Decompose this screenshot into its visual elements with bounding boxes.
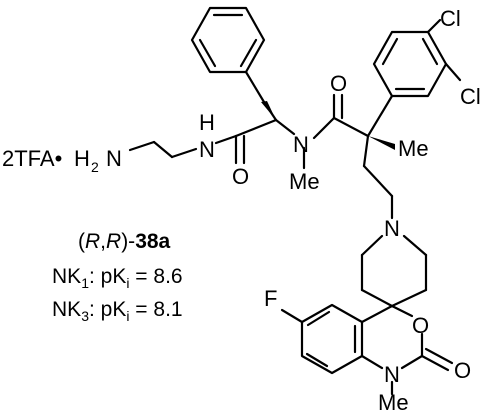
carbonyl-quat-bond bbox=[332, 116, 370, 138]
pip-bond-4 bbox=[390, 288, 428, 308]
fb-double-2 bbox=[305, 352, 329, 368]
stereo-wedge-quaternary bbox=[368, 136, 395, 150]
salt-label: 2TFA• bbox=[2, 146, 62, 171]
dichlorophenyl-ring bbox=[372, 30, 448, 98]
amide2-n-c-bond bbox=[312, 116, 336, 140]
ring-co-2 bbox=[424, 347, 454, 365]
bond-lines bbox=[128, 6, 462, 396]
amine-chain-3 bbox=[170, 147, 198, 159]
quat-aryl-bond bbox=[366, 94, 394, 138]
quat-ch2-bond bbox=[362, 134, 370, 168]
amide-nh-n-label: N bbox=[199, 137, 215, 162]
amide1-c-alpha-bond bbox=[234, 118, 278, 138]
ring-o-label: O bbox=[412, 313, 429, 338]
carbonyl-o2-label: O bbox=[330, 71, 347, 96]
amine-chain-1 bbox=[128, 140, 156, 152]
compound-title: (R,R)-38a bbox=[78, 230, 171, 253]
amine-h-label: H bbox=[74, 146, 90, 171]
fused-benzene-ring bbox=[300, 303, 364, 375]
stereo-wedge-alpha bbox=[261, 101, 276, 120]
dcp-double-1 bbox=[381, 37, 399, 66]
f-bond bbox=[280, 308, 304, 324]
pip-bond-6 bbox=[402, 234, 428, 257]
quaternary-me-label: Me bbox=[398, 136, 429, 161]
ring-n-label: N bbox=[384, 362, 400, 387]
amide-nh-h-label: H bbox=[199, 110, 215, 135]
amine-chain-2 bbox=[152, 140, 174, 159]
pip-bond-1 bbox=[360, 234, 384, 257]
n-methyl-n-label: N bbox=[293, 132, 309, 157]
amide1-n-c-bond bbox=[214, 134, 238, 145]
phenyl-ch2-bond bbox=[244, 70, 266, 104]
cl1-bond bbox=[426, 18, 442, 34]
ring-carbonyl-o-label: O bbox=[454, 358, 471, 383]
phenyl-double-3 bbox=[198, 38, 217, 68]
phenyl-double-2 bbox=[239, 38, 258, 68]
c-n-bond bbox=[400, 354, 424, 370]
fluoro-label: F bbox=[264, 286, 277, 311]
compound-info: (R,R)-38a NK1: pKi = 8.6 NK3: pKi = 8.1 bbox=[52, 230, 183, 324]
atom-labels: 2TFA• H 2 N H N O N Me O Me Cl Cl N F O … bbox=[2, 6, 481, 414]
fb-double-3 bbox=[306, 310, 331, 327]
chloro-1-label: Cl bbox=[440, 6, 461, 31]
ch2-ch2-bond bbox=[362, 164, 394, 198]
spiro-aryl-bond bbox=[360, 304, 394, 324]
carbonyl-o1-label: O bbox=[232, 164, 249, 189]
nk3-affinity: NK3: pKi = 8.1 bbox=[52, 298, 183, 324]
ring-n-me-label: Me bbox=[378, 390, 409, 414]
phenyl-ring bbox=[190, 6, 266, 74]
ring-co-1 bbox=[420, 354, 450, 372]
cl2-bond bbox=[444, 62, 462, 82]
nk1-affinity: NK1: pKi = 8.6 bbox=[52, 265, 183, 291]
amine-n-label: N bbox=[106, 146, 122, 171]
spiro-o-bond bbox=[390, 304, 414, 318]
n-aryl-bond bbox=[360, 354, 384, 370]
piperidine-n-label: N bbox=[384, 216, 400, 241]
n-methyl-me-label: Me bbox=[289, 169, 320, 194]
chloro-2-label: Cl bbox=[460, 84, 481, 109]
alpha-n-bond bbox=[274, 118, 296, 136]
pip-bond-3 bbox=[360, 288, 394, 308]
amine-sub-label: 2 bbox=[91, 159, 99, 175]
dcp-double-2 bbox=[421, 37, 439, 66]
